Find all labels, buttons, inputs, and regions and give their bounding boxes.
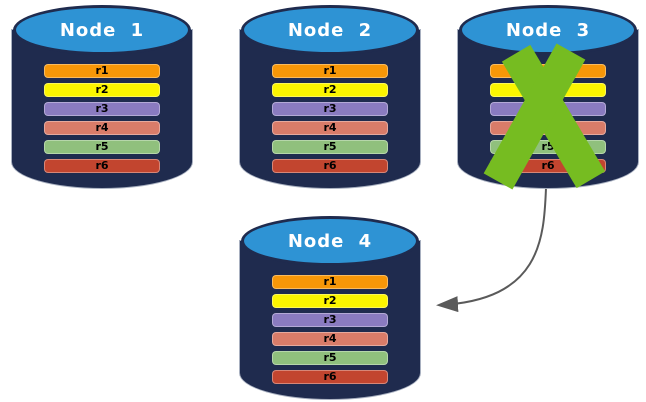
row-label: r1	[323, 64, 337, 77]
arrow-path	[436, 187, 547, 313]
node-2-cylinder: Node 2 r1 r2 r3 r4 r5 r6	[240, 4, 420, 188]
row-label: r6	[95, 159, 109, 172]
row-label: r2	[323, 83, 337, 96]
cylinder-top: Node 2	[241, 5, 419, 55]
node-4-row-list: r1 r2 r3 r4 r5 r6	[272, 275, 388, 389]
row-r6: r6	[490, 159, 606, 173]
row-label: r5	[541, 140, 555, 153]
row-label: r5	[95, 140, 109, 153]
row-label: r1	[323, 275, 337, 288]
row-label: r3	[323, 313, 337, 326]
row-r5: r5	[490, 140, 606, 154]
node-3-label: Node 3	[505, 19, 591, 41]
row-r3: r3	[272, 313, 388, 327]
node-4-label: Node 4	[287, 230, 373, 252]
row-r4: r4	[272, 332, 388, 346]
row-label: r4	[323, 332, 337, 345]
row-r1: r1	[272, 275, 388, 289]
cylinder-top: Node 1	[13, 5, 191, 55]
row-r4: r4	[44, 121, 160, 135]
row-r6: r6	[272, 159, 388, 173]
row-r1: r1	[44, 64, 160, 78]
row-r2: r2	[490, 83, 606, 97]
row-r5: r5	[272, 140, 388, 154]
row-r4: r4	[272, 121, 388, 135]
node-1-row-list: r1 r2 r3 r4 r5 r6	[44, 64, 160, 178]
row-label: r1	[95, 64, 109, 77]
row-label: r2	[541, 83, 555, 96]
row-r4: r4	[490, 121, 606, 135]
row-label: r6	[323, 159, 337, 172]
node-2-row-list: r1 r2 r3 r4 r5 r6	[272, 64, 388, 178]
row-label: r2	[323, 294, 337, 307]
row-label: r4	[323, 121, 337, 134]
row-r6: r6	[44, 159, 160, 173]
row-r2: r2	[44, 83, 160, 97]
row-r1: r1	[272, 64, 388, 78]
row-r6: r6	[272, 370, 388, 384]
row-r1: r1	[490, 64, 606, 78]
row-r3: r3	[44, 102, 160, 116]
row-r3: r3	[490, 102, 606, 116]
row-label: r5	[323, 351, 337, 364]
row-label: r1	[541, 64, 555, 77]
row-label: r4	[541, 121, 555, 134]
cylinder-top: Node 3	[459, 5, 637, 55]
row-r5: r5	[272, 351, 388, 365]
row-label: r5	[323, 140, 337, 153]
node-3-row-list: r1 r2 r3 r4 r5 r6	[490, 64, 606, 178]
row-label: r2	[95, 83, 109, 96]
node-3-cylinder: Node 3 r1 r2 r3 r4 r5 r6	[458, 4, 638, 190]
row-r2: r2	[272, 294, 388, 308]
node-2-label: Node 2	[287, 19, 373, 41]
row-label: r6	[541, 159, 555, 172]
row-label: r6	[323, 370, 337, 383]
row-r5: r5	[44, 140, 160, 154]
row-label: r3	[541, 102, 555, 115]
row-label: r3	[95, 102, 109, 115]
cylinder-top: Node 4	[241, 216, 419, 266]
node-1-label: Node 1	[59, 19, 145, 41]
row-r3: r3	[272, 102, 388, 116]
node-4-cylinder: Node 4 r1 r2 r3 r4 r5 r6	[240, 215, 420, 399]
row-label: r3	[323, 102, 337, 115]
row-r2: r2	[272, 83, 388, 97]
node-1-cylinder: Node 1 r1 r2 r3 r4 r5 r6	[12, 4, 192, 188]
row-label: r4	[95, 121, 109, 134]
